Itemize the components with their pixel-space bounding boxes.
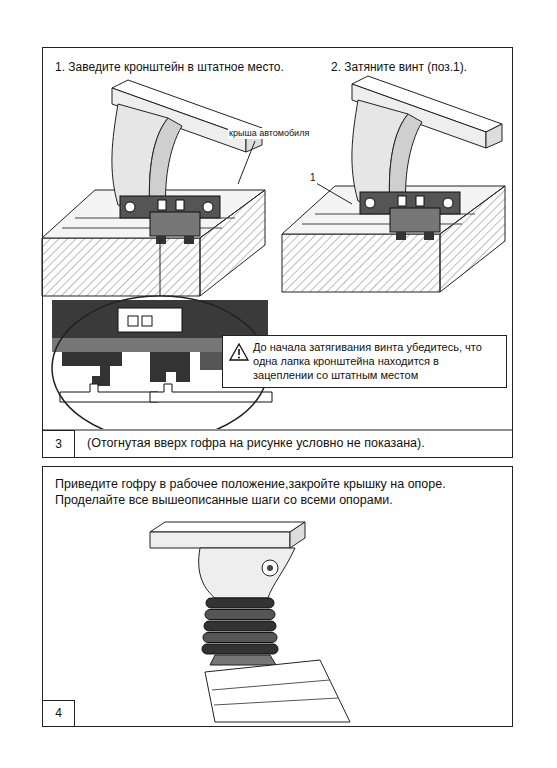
step-number-box: 3 — [42, 430, 75, 458]
instruction-text: 1. Заведите кронштейн в штатное место. — [55, 60, 315, 75]
instruction-text: Приведите гофру в рабочее положение,закр… — [55, 477, 500, 508]
instruction-panel: 1. Заведите кронштейн в штатное место. 2.… — [42, 47, 513, 458]
warning-text: До начала затягивания винта убедитесь, ч… — [253, 341, 498, 382]
step-number-box: 4 — [42, 700, 75, 727]
instruction-panel: Приведите гофру в рабочее положение,закр… — [42, 466, 513, 727]
callout-number: 1 — [309, 172, 317, 185]
step-number: 3 — [55, 437, 62, 452]
part-name: крыша автомобиля — [228, 128, 310, 139]
warning-box: До начала затягивания винта убедитесь, ч… — [222, 335, 507, 388]
caption-note: (Отогнутая вверх гофра на рисунке условн… — [86, 436, 426, 452]
step-number: 4 — [55, 706, 62, 721]
instruction-text: 2. Затяните винт (поз.1). — [331, 60, 506, 75]
warning-icon — [229, 343, 249, 361]
